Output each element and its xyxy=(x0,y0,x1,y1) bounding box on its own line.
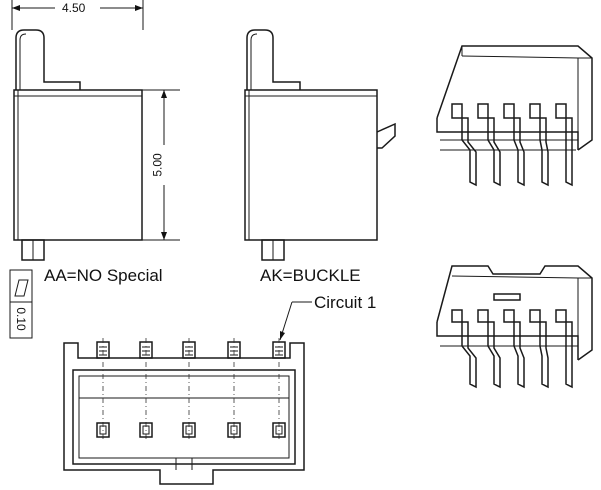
pin-centerlines xyxy=(102,338,280,440)
flatness-tolerance-value: 0.10 xyxy=(14,307,28,331)
side-view-aa xyxy=(13,29,180,261)
width-dimension-label: 4.50 xyxy=(62,1,86,15)
circuit-1-leader xyxy=(279,301,312,341)
height-dimension-label: 5.00 xyxy=(150,153,165,177)
isometric-view-bottom xyxy=(436,265,593,389)
width-dimension xyxy=(11,0,144,30)
side-view-ak xyxy=(244,29,396,261)
height-dimension xyxy=(161,90,167,240)
variant-aa-label: AA=NO Special xyxy=(44,266,163,285)
top-view xyxy=(63,338,305,485)
flatness-tolerance-frame xyxy=(9,269,33,339)
variant-ak-label: AK=BUCKLE xyxy=(260,266,361,285)
circuit-1-label: Circuit 1 xyxy=(314,293,377,312)
pin-row-upper xyxy=(96,341,286,359)
isometric-pins-top xyxy=(451,103,573,187)
isometric-view-top xyxy=(436,45,593,187)
pin-row-lower xyxy=(96,422,286,438)
isometric-pins-bottom xyxy=(451,309,573,389)
